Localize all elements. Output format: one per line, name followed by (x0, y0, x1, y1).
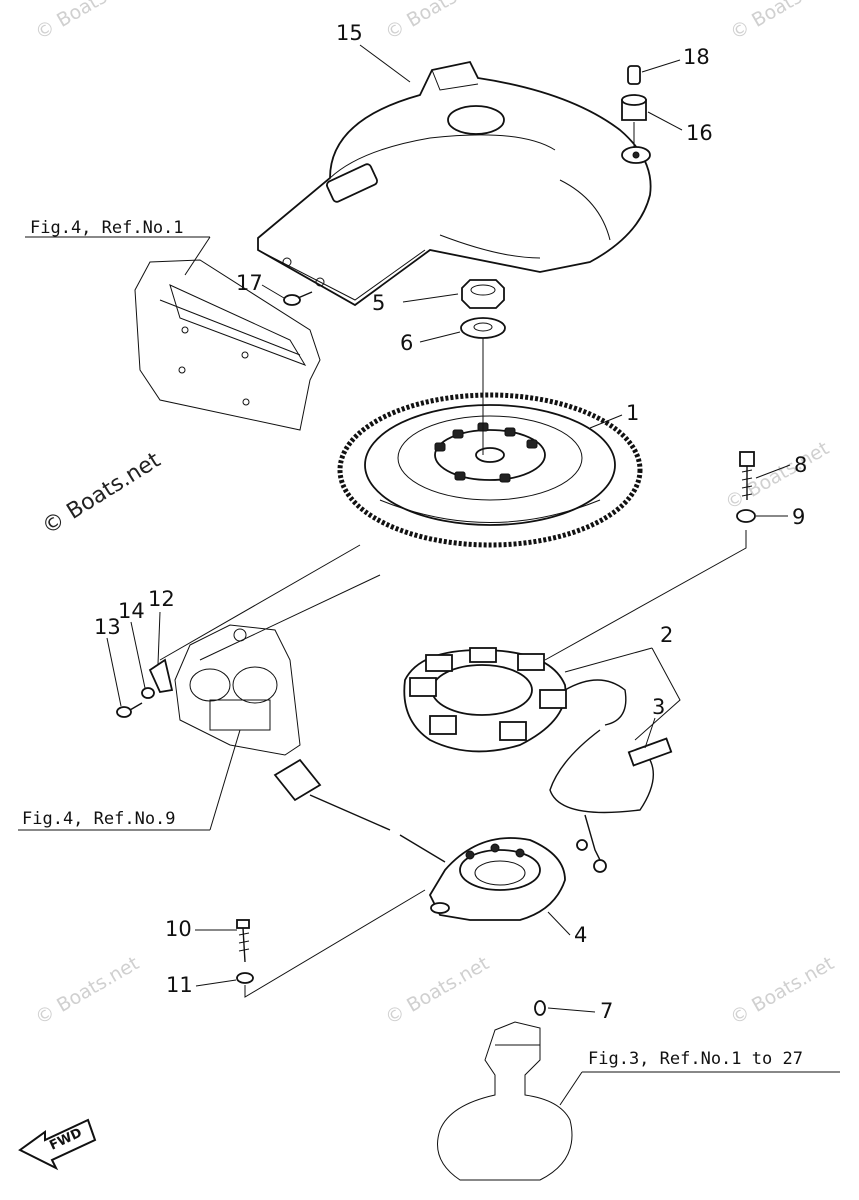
lock-washer-part (736, 509, 756, 523)
callout-number: 4 (574, 923, 587, 947)
flywheel-part (337, 392, 643, 548)
callout-number: 13 (94, 615, 121, 639)
reference-label: Fig.4, Ref.No.1 (30, 218, 184, 238)
callout-number: 18 (683, 45, 710, 69)
callout-number: 1 (626, 401, 639, 425)
key-part (534, 1000, 546, 1016)
screw-part (283, 291, 313, 306)
watermark: © Boats.net (382, 0, 493, 44)
wire-lead-part (549, 729, 673, 873)
callout-number: 7 (600, 999, 613, 1023)
forward-direction-arrow-icon: FWD (18, 1118, 97, 1171)
watermark-main: © Boats.net (38, 448, 165, 541)
watermark: © Boats.net (722, 437, 833, 514)
watermark: © Boats.net (727, 0, 838, 44)
bolt-part (739, 451, 755, 500)
callout-number: 9 (792, 505, 805, 529)
watermark: © Boats.net (32, 952, 143, 1029)
flywheel-cover-part (257, 60, 652, 307)
callout-number: 2 (660, 623, 673, 647)
stator-coil-part (403, 647, 627, 753)
bracket-reference-part (174, 624, 301, 756)
callout-number: 12 (148, 587, 175, 611)
watermark: © Boats.net (32, 0, 143, 44)
callout-number: 5 (372, 291, 385, 315)
reference-label: Fig.4, Ref.No.9 (22, 809, 176, 829)
callout-number: 11 (166, 973, 193, 997)
watermark: © Boats.net (382, 952, 493, 1029)
callout-number: 3 (652, 695, 665, 719)
reference-label: Fig.3, Ref.No.1 to 27 (588, 1049, 803, 1069)
nut-part (461, 279, 505, 309)
callout-number: 17 (236, 271, 263, 295)
watermark: © Boats.net (727, 952, 838, 1029)
washer-part (141, 687, 155, 699)
callout-number: 16 (686, 121, 713, 145)
bracket-reference-part (134, 259, 321, 431)
callout-number: 6 (400, 331, 413, 355)
pulser-coil-part (273, 758, 566, 921)
screw-part (116, 702, 143, 718)
washer-part (460, 317, 506, 339)
callout-number: 10 (165, 917, 192, 941)
crankshaft-reference-part (437, 1021, 573, 1181)
clamp-part (148, 658, 174, 694)
callout-number: 8 (794, 453, 807, 477)
callout-number: 15 (336, 21, 363, 45)
washer-part (236, 972, 254, 984)
screw-part (236, 919, 250, 963)
callout-number: 14 (118, 599, 145, 623)
collar-part (621, 65, 647, 121)
